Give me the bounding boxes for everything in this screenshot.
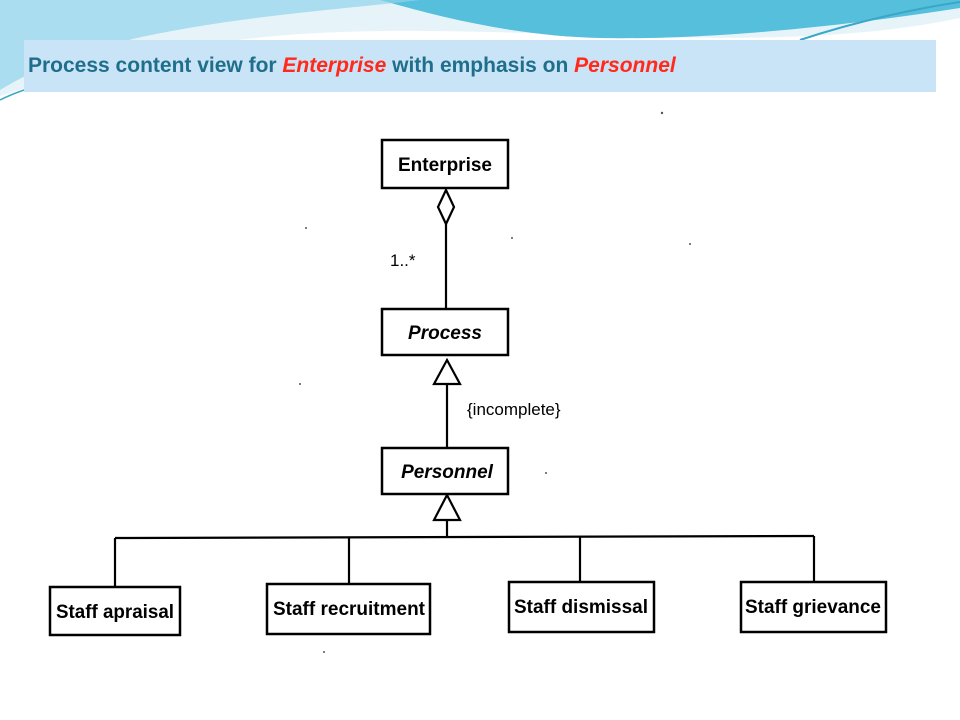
title-part-enterprise: Enterprise bbox=[282, 54, 387, 77]
speck bbox=[305, 227, 307, 229]
title-part-1: Process content view for bbox=[28, 54, 283, 77]
generalization-triangle bbox=[432, 357, 462, 386]
speck bbox=[511, 237, 513, 239]
speck bbox=[323, 651, 325, 653]
class-label: Staff recruitment bbox=[273, 599, 426, 620]
slide-title: Process content view for Enterprise with… bbox=[28, 54, 676, 78]
class-box bbox=[48, 585, 182, 637]
class-label: Personnel bbox=[401, 462, 494, 483]
class-process: Process bbox=[380, 307, 510, 357]
speck bbox=[545, 472, 547, 474]
class-box bbox=[739, 580, 888, 634]
multiplicity-label: 1..* bbox=[390, 251, 416, 270]
class-label: Staff grievance bbox=[745, 597, 881, 618]
class-label: Enterprise bbox=[398, 155, 492, 176]
aggregation-diamond bbox=[436, 187, 456, 227]
class-box bbox=[380, 446, 510, 496]
class-personnel: Personnel bbox=[380, 446, 510, 496]
class-staff-recruitment: Staff recruitment bbox=[265, 582, 432, 636]
class-box bbox=[380, 307, 510, 357]
right-streak bbox=[799, 1, 960, 41]
speck bbox=[660, 111, 664, 115]
top-wave-dark bbox=[380, 0, 960, 39]
top-wave-mid bbox=[0, 0, 420, 90]
class-staff-dismissal: Staff dismissal bbox=[507, 580, 656, 634]
generalization-edge-personnel bbox=[113, 492, 816, 587]
constraint-label: {incomplete} bbox=[467, 400, 561, 419]
class-box bbox=[265, 582, 432, 636]
class-staff-grievance: Staff grievance bbox=[739, 580, 888, 634]
generalization-triangle bbox=[432, 492, 462, 522]
title-part-3: with emphasis on bbox=[386, 54, 575, 77]
speck bbox=[689, 243, 691, 245]
aggregation-edge bbox=[436, 187, 456, 309]
diagram-panel bbox=[20, 104, 920, 664]
class-staff-apraisal: Staff apraisal bbox=[48, 585, 182, 637]
speck bbox=[299, 383, 301, 385]
generalization-bus bbox=[114, 534, 815, 540]
class-label: Staff apraisal bbox=[56, 602, 174, 623]
class-label: Staff dismissal bbox=[514, 597, 648, 618]
generalization-edge-process bbox=[432, 357, 462, 448]
class-box bbox=[507, 580, 656, 634]
class-enterprise: Enterprise bbox=[380, 138, 510, 190]
class-label: Process bbox=[408, 323, 482, 344]
title-bar: Process content view for Enterprise with… bbox=[24, 40, 936, 92]
class-box bbox=[380, 138, 510, 190]
title-part-personnel: Personnel bbox=[574, 54, 676, 77]
